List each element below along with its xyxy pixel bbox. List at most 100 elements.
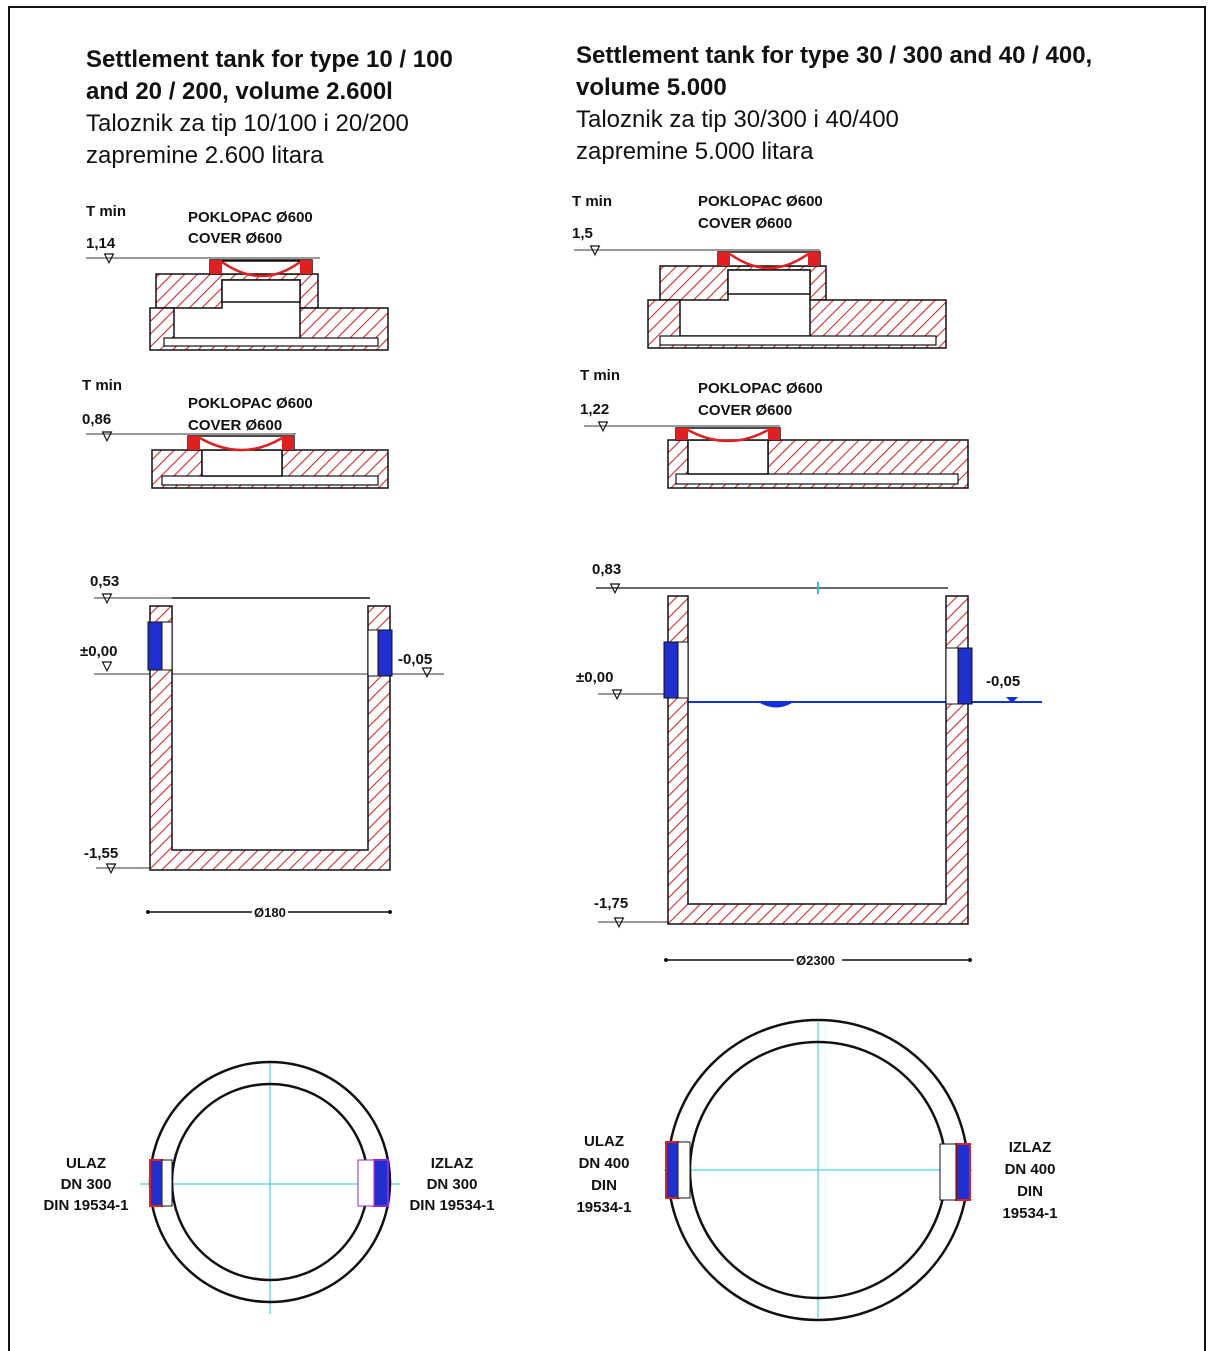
left-section-outlet-pipe <box>377 629 393 677</box>
right-section: 0,83 ▽ ±0,00 ▽ -0,05 -1,75 ▽ Ø2300 <box>576 561 1042 968</box>
right-lid1-detail: T min 1,5 ▽ POKLOPAC Ø600 COVER Ø600 <box>572 193 947 349</box>
left-title-local-line2: zapremine 2.600 litara <box>86 142 324 169</box>
left-lid1-cover-dome <box>221 260 301 278</box>
left-section-bottom-level: -1,55 <box>84 845 118 862</box>
left-title-local-line1: Taloznik za tip 10/100 i 20/200 <box>86 110 409 137</box>
left-section-diameter-bg <box>252 904 288 918</box>
left-lid2-seal-r <box>282 436 294 450</box>
left-lid1-frame <box>209 259 313 275</box>
right-plan-inlet-label-4: 19534-1 <box>576 1199 631 1216</box>
left-plan-outlet-sleeve <box>357 1159 375 1207</box>
right-section-walls <box>667 595 969 925</box>
right-title-en-line1: Settlement tank for type 30 / 300 and 40… <box>576 42 1093 69</box>
right-plan-outlet-label-1: IZLAZ <box>1009 1139 1052 1156</box>
left-section-zero-level: ±0,00 <box>80 643 117 660</box>
right-plan-inlet-label-1: ULAZ <box>584 1133 624 1150</box>
level-marker-icon: ▽ <box>609 580 621 595</box>
right-lid2-level: 1,22 <box>580 401 609 418</box>
left-lid2-level: 0,86 <box>82 411 111 428</box>
right-lid2-frame <box>675 427 781 441</box>
right-lid2-tmin: T min <box>580 367 620 384</box>
right-title-local-line2: zapremine 5.000 litara <box>576 138 814 165</box>
right-title-en-line2: volume 5.000 <box>576 74 727 101</box>
right-lid2-cover-local: POKLOPAC Ø600 <box>698 380 823 397</box>
left-title-en-line2: and 20 / 200, volume 2.600l <box>86 78 393 105</box>
left-title-block: Settlement tank for type 10 / 100 and 20… <box>86 44 546 172</box>
level-marker-icon: ▽ <box>421 664 433 679</box>
dimension-tick-icon <box>146 910 150 914</box>
right-section-diameter: Ø2300 <box>796 953 835 968</box>
drawing-frame <box>8 6 1206 1351</box>
left-section: 0,53 ▽ ±0,00 ▽ -0,05 ▽ -1,55 ▽ Ø180 <box>80 573 444 920</box>
level-marker-icon: ▽ <box>597 418 609 433</box>
level-marker-icon: ▽ <box>101 590 113 605</box>
left-lid1-seal-r <box>300 260 312 274</box>
right-section-diameter-bg <box>794 952 842 966</box>
right-lid1-cover-en: COVER Ø600 <box>698 215 792 232</box>
right-plan-inlet-pipe <box>665 1141 679 1199</box>
level-marker-icon: ▽ <box>101 428 113 443</box>
right-lid1-frame <box>717 251 821 267</box>
left-lid2-frame <box>187 435 295 451</box>
right-plan-outlet-label-3: DIN <box>1017 1183 1043 1200</box>
right-section-outlet-pipe <box>957 647 973 705</box>
level-marker-icon: ▽ <box>611 686 623 701</box>
right-lid1-level: 1,5 <box>572 225 593 242</box>
left-section-outlet-level: -0,05 <box>398 651 432 668</box>
level-marker-icon: ▽ <box>105 860 117 875</box>
right-section-bottom-level: -1,75 <box>594 895 628 912</box>
right-section-outlet-level: -0,05 <box>986 673 1020 690</box>
left-lid1-seal-l <box>210 260 222 274</box>
right-plan-outlet-label-2: DN 400 <box>1005 1161 1056 1178</box>
right-lid1-cover-local: POKLOPAC Ø600 <box>698 193 823 210</box>
left-plan-inlet-label-3: DIN 19534-1 <box>43 1197 128 1214</box>
right-lid1-tmin: T min <box>572 193 612 210</box>
right-lid2-detail: T min 1,22 ▽ POKLOPAC Ø600 COVER Ø600 <box>580 367 969 489</box>
left-title-en-line1: Settlement tank for type 10 / 100 <box>86 46 453 73</box>
left-section-walls <box>149 605 391 871</box>
left-section-outlet-sleeve <box>367 629 379 677</box>
left-plan-inlet-label-2: DN 300 <box>61 1176 112 1193</box>
right-title-local-line1: Taloznik za tip 30/300 i 40/400 <box>576 106 899 133</box>
right-plan: ULAZ DN 400 DIN 19534-1 IZLAZ DN 400 DIN… <box>576 1018 1058 1322</box>
left-plan-outlet-label-1: IZLAZ <box>431 1155 474 1172</box>
left-lid1-level: 1,14 <box>86 235 116 252</box>
level-marker-icon: ▽ <box>613 914 625 929</box>
dimension-tick-icon <box>664 958 668 962</box>
right-lid1-seal-l <box>718 252 730 266</box>
right-lid2-cover-dome <box>687 428 769 443</box>
left-section-diameter: Ø180 <box>254 905 286 920</box>
left-section-top-level: 0,53 <box>90 573 119 590</box>
right-plan-inlet-label-2: DN 400 <box>579 1155 630 1172</box>
right-section-inlet-pipe <box>663 641 679 699</box>
right-lid2-seal-l <box>676 428 688 440</box>
level-marker-icon: ▽ <box>101 658 113 673</box>
left-lid1-cover-en: COVER Ø600 <box>188 230 282 247</box>
dimension-tick-icon <box>968 958 972 962</box>
left-plan-inlet-label-1: ULAZ <box>66 1155 106 1172</box>
left-lid2-tmin: T min <box>82 377 122 394</box>
left-section-inlet-pipe <box>147 621 163 671</box>
right-section-water-sag <box>760 703 792 708</box>
right-title-block: Settlement tank for type 30 / 300 and 40… <box>576 40 1196 168</box>
left-lid2-cover-dome <box>199 436 283 452</box>
left-lid2-detail: T min 0,86 ▽ POKLOPAC Ø600 COVER Ø600 <box>82 377 389 489</box>
level-marker-icon: ▽ <box>589 242 601 257</box>
right-section-inlet-sleeve <box>677 641 689 699</box>
left-lid2-slab-edge <box>161 475 379 486</box>
level-marker-icon: ▽ <box>103 250 115 265</box>
right-section-outlet-sleeve <box>945 647 959 705</box>
left-lid2-cover-en: COVER Ø600 <box>188 417 282 434</box>
right-plan-outlet-label-4: 19534-1 <box>1002 1205 1057 1222</box>
right-section-zero-level: ±0,00 <box>576 669 613 686</box>
right-plan-outlet-pipe <box>955 1143 971 1201</box>
right-lid1-cover-dome <box>729 252 809 270</box>
left-plan-outlet-pipe <box>373 1159 389 1207</box>
left-lid2-seal-l <box>188 436 200 450</box>
left-lid1-tmin: T min <box>86 203 126 220</box>
right-lid1-seal-r <box>808 252 820 266</box>
right-lid1-opening <box>727 269 811 295</box>
right-lid2-cover-en: COVER Ø600 <box>698 402 792 419</box>
left-lid2-cover-local: POKLOPAC Ø600 <box>188 395 313 412</box>
right-plan-inlet-sleeve <box>677 1141 691 1199</box>
